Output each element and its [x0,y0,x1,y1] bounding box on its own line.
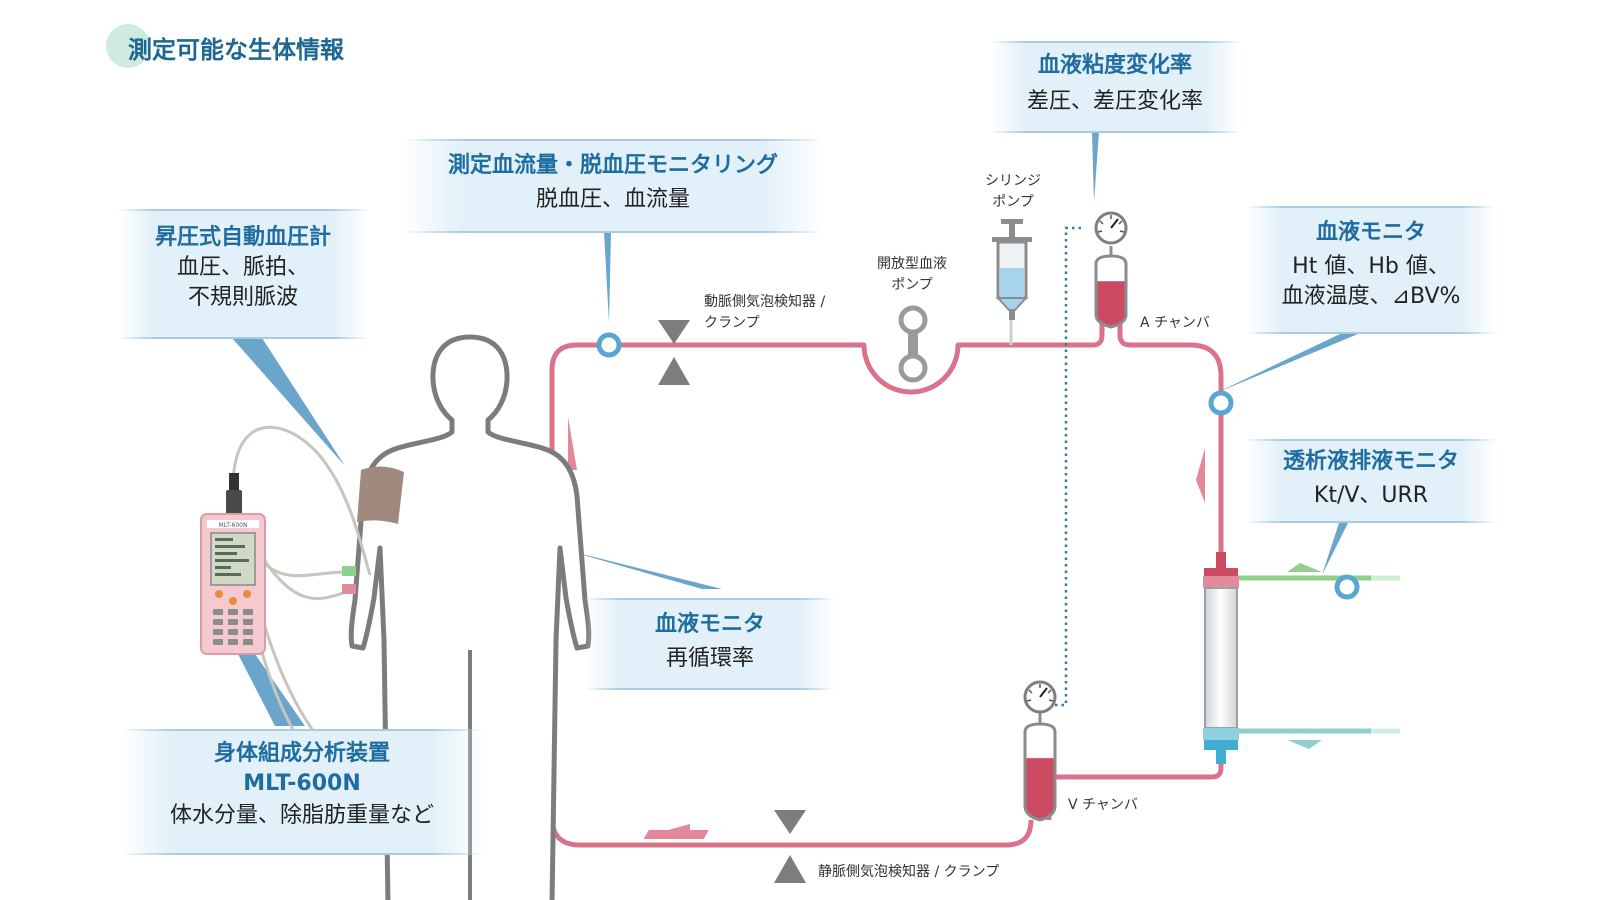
a-chamber-icon [1094,246,1128,329]
callout-flow-title: 測定血流量・脱血圧モニタリング [447,153,778,178]
callout-visc-title: 血液粘度変化率 [1037,53,1192,78]
callout-blood-a-title: 血液モニタ [1315,220,1426,245]
syringe-pump-icon [992,219,1032,320]
callout-dial-line-1: Kt/V、URR [1313,483,1429,508]
pressure-link-line [1050,226,1081,707]
callout-blood-a-line-1: Ht 値、Hb 値、 [1292,254,1450,279]
dialysate-lines [1231,563,1400,749]
page-title: 測定可能な生体情報 [128,36,344,64]
header-dot-icon [106,24,150,68]
blood-circuit [505,318,1224,848]
flow-sensor-ring-icon [596,332,622,358]
pointer-visc [1092,132,1099,202]
callout-blood-b-line-1: 再循環率 [665,646,754,671]
flow-arrow-up-icon [568,417,577,470]
callout-body-composition: 身体組成分析装置 MLT-600N 体水分量、除脂肪重量など [120,729,484,855]
callout-bp-title: 昇圧式自動血圧計 [154,225,331,250]
pointer-dial [1322,523,1348,575]
flow-arrow-left-icon-2 [650,824,690,835]
callout-bp-line-2: 不規則脈波 [187,285,298,310]
pointer-body [238,654,305,726]
pointer-blood-b [562,549,722,589]
dialysate-in-arrow-icon [1287,740,1322,749]
a-pressure-gauge-icon [1094,211,1128,245]
dialysate-monitor-ring-icon [1334,574,1360,600]
callout-dial-title: 透析液排液モニタ [1282,449,1459,474]
venous-detector-bottom-icon [774,855,806,883]
callout-flow-line-1: 脱血圧、血流量 [535,187,690,212]
callout-body-title: 身体組成分析装置 [213,741,390,766]
pointer-flow [604,232,611,323]
callout-blood-viscosity: 血液粘度変化率 差圧、差圧変化率 [990,41,1240,133]
v-chamber-icon [1023,713,1057,822]
callout-blood-b-title: 血液モニタ [654,612,765,637]
callout-blood-monitor-a: 血液モニタ Ht 値、Hb 値、 血液温度、⊿BV% [1246,206,1496,334]
arterial-detector-bottom-icon [658,357,690,385]
bp-cuff-icon [357,466,404,524]
v-pressure-gauge-icon [1023,680,1057,714]
dialyzer-icon [1203,552,1239,764]
device-model-label: MLT-600N [219,522,248,529]
callout-body-model: MLT-600N [243,771,361,796]
detectors [658,320,806,883]
venous-detector-label: 静脈側気泡検知器 / クランプ [818,864,1000,880]
open-pump-label: 開放型血液 ポンプ [877,256,947,293]
callout-bp-monitor: 昇圧式自動血圧計 血圧、脈拍、 不規則脈波 [118,209,368,339]
pointer-blood-a [1216,334,1358,393]
dialysate-out-arrow-icon [1287,563,1322,572]
v-chamber-label: V チャンバ [1068,797,1138,813]
callout-blood-a-line-2: 血液温度、⊿BV% [1281,284,1461,309]
callout-body-line-1: 体水分量、除脂肪重量など [169,803,434,828]
venous-detector-top-icon [774,810,806,834]
flow-arrow-down-icon [1196,448,1205,503]
callout-visc-line-1: 差圧、差圧変化率 [1026,89,1203,114]
arterial-detector-top-icon [658,320,690,344]
syringe-pump-label: シリンジ ポンプ [985,173,1041,210]
callout-blood-monitor-b: 血液モニタ 再循環率 [585,598,835,690]
mlt-600n-device-icon: MLT-600N [200,473,266,655]
callout-bp-line-1: 血圧、脈拍、 [176,255,309,280]
callout-pointers [232,132,1358,726]
arterial-detector-label: 動脈側気泡検知器 / クランプ [704,294,826,331]
pointer-bp [232,338,345,466]
open-blood-pump-icon [898,305,928,383]
callout-dialysate-monitor: 透析液排液モニタ Kt/V、URR [1246,439,1496,523]
blood-monitor-ring-icon [1208,390,1234,416]
a-chamber-label: A チャンバ [1140,315,1210,331]
callout-flow-monitoring: 測定血流量・脱血圧モニタリング 脱血圧、血流量 [403,139,823,233]
